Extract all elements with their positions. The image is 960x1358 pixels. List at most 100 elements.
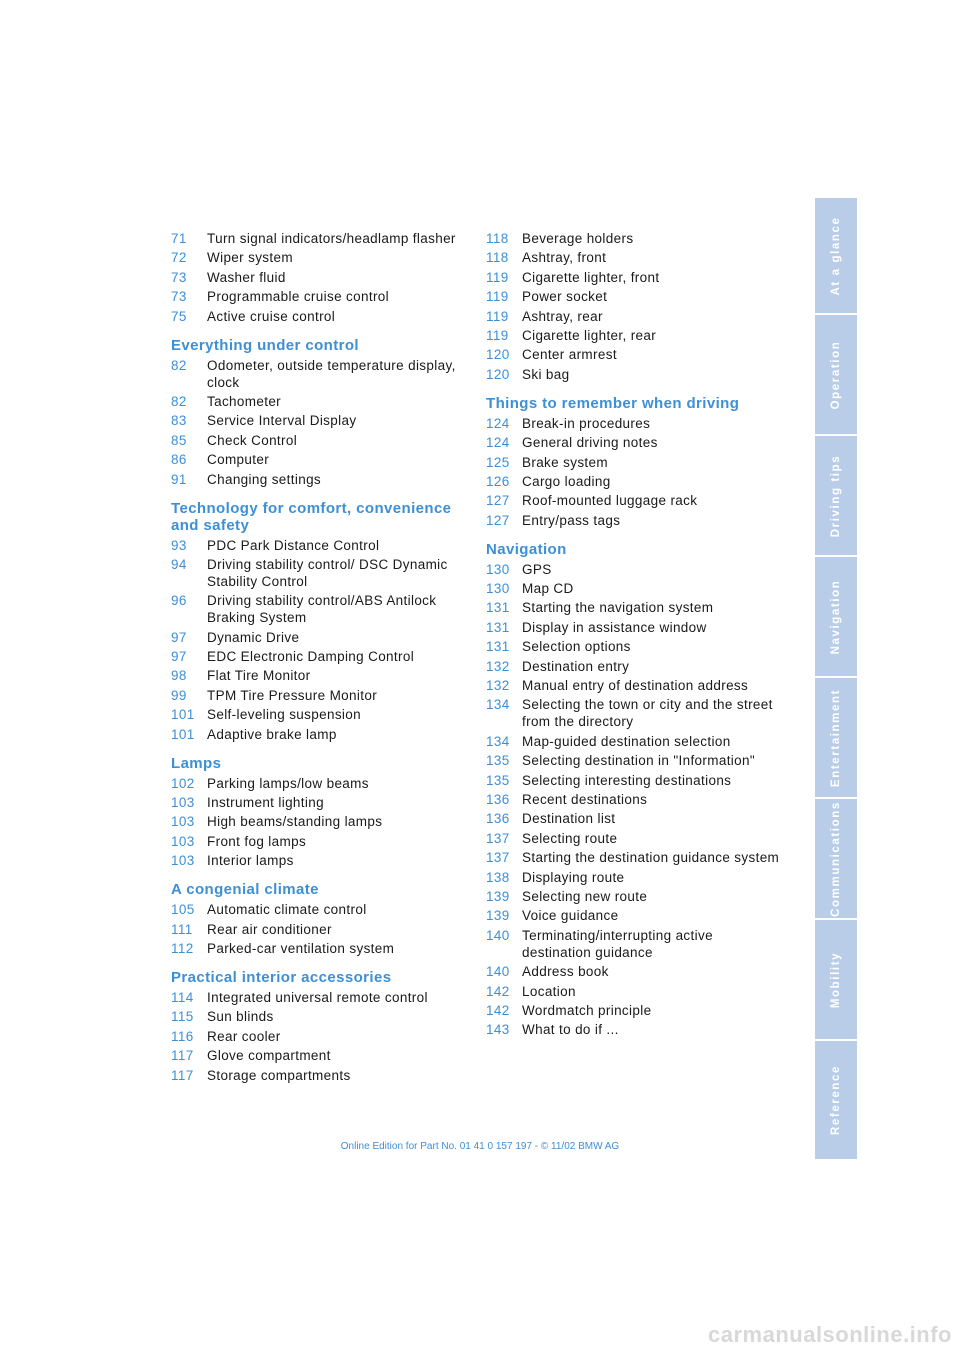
page-number[interactable]: 119: [486, 269, 509, 285]
page-number[interactable]: 120: [486, 366, 510, 382]
page-number[interactable]: 143: [486, 1022, 510, 1038]
page-number[interactable]: 105: [171, 902, 195, 918]
page-number[interactable]: 136: [486, 791, 510, 807]
page-number[interactable]: 136: [486, 811, 510, 827]
page-number[interactable]: 127: [486, 493, 510, 509]
page-number[interactable]: 85: [171, 432, 187, 448]
page-number[interactable]: 111: [171, 921, 193, 937]
page-number[interactable]: 130: [486, 561, 510, 577]
page-number[interactable]: 116: [171, 1028, 194, 1044]
page-number[interactable]: 119: [486, 308, 509, 324]
page-number[interactable]: 97: [171, 649, 187, 665]
page-number[interactable]: 72: [171, 250, 187, 266]
page-number[interactable]: 117: [171, 1067, 194, 1083]
page-number[interactable]: 82: [171, 357, 187, 373]
page-number[interactable]: 130: [486, 581, 510, 597]
page-number[interactable]: 102: [171, 775, 195, 791]
page-number[interactable]: 112: [171, 940, 194, 956]
page-number[interactable]: 135: [486, 772, 510, 788]
page-number[interactable]: 118: [486, 250, 509, 266]
page-number[interactable]: 120: [486, 347, 510, 363]
tab-communications[interactable]: Communications: [815, 799, 857, 920]
page-number[interactable]: 94: [171, 556, 187, 572]
tab-at-a-glance[interactable]: At a glance: [815, 198, 857, 315]
page-number[interactable]: 131: [486, 600, 510, 616]
page-number[interactable]: 140: [486, 927, 510, 943]
page-number[interactable]: 135: [486, 753, 510, 769]
page-number[interactable]: 117: [171, 1048, 194, 1064]
page-number[interactable]: 132: [486, 678, 510, 694]
page-number[interactable]: 103: [171, 795, 195, 811]
page-number[interactable]: 103: [171, 853, 195, 869]
page-number[interactable]: 73: [171, 269, 187, 285]
page-number[interactable]: 131: [486, 639, 510, 655]
page-number[interactable]: 73: [171, 289, 187, 305]
tab-mobility[interactable]: Mobility: [815, 920, 857, 1041]
page-number[interactable]: 124: [486, 435, 510, 451]
page-number[interactable]: 103: [171, 814, 195, 830]
page-number[interactable]: 134: [486, 733, 510, 749]
page-number[interactable]: 93: [171, 537, 187, 553]
page-number[interactable]: 142: [486, 983, 510, 999]
tab-operation[interactable]: Operation: [815, 315, 857, 436]
page-number[interactable]: 119: [486, 327, 509, 343]
page-number[interactable]: 103: [171, 833, 195, 849]
tab-reference[interactable]: Reference: [815, 1041, 857, 1161]
page-number[interactable]: 127: [486, 512, 510, 528]
page-number[interactable]: 142: [486, 1002, 510, 1018]
page-number[interactable]: 132: [486, 658, 510, 674]
page-number[interactable]: 118: [486, 231, 509, 246]
page-number[interactable]: 138: [486, 869, 510, 885]
page-number[interactable]: 75: [171, 308, 187, 324]
tab-driving-tips[interactable]: Driving tips: [815, 436, 857, 557]
page-number[interactable]: 140: [486, 964, 510, 980]
page-number[interactable]: 134: [486, 697, 510, 713]
page-number[interactable]: 125: [486, 454, 510, 470]
